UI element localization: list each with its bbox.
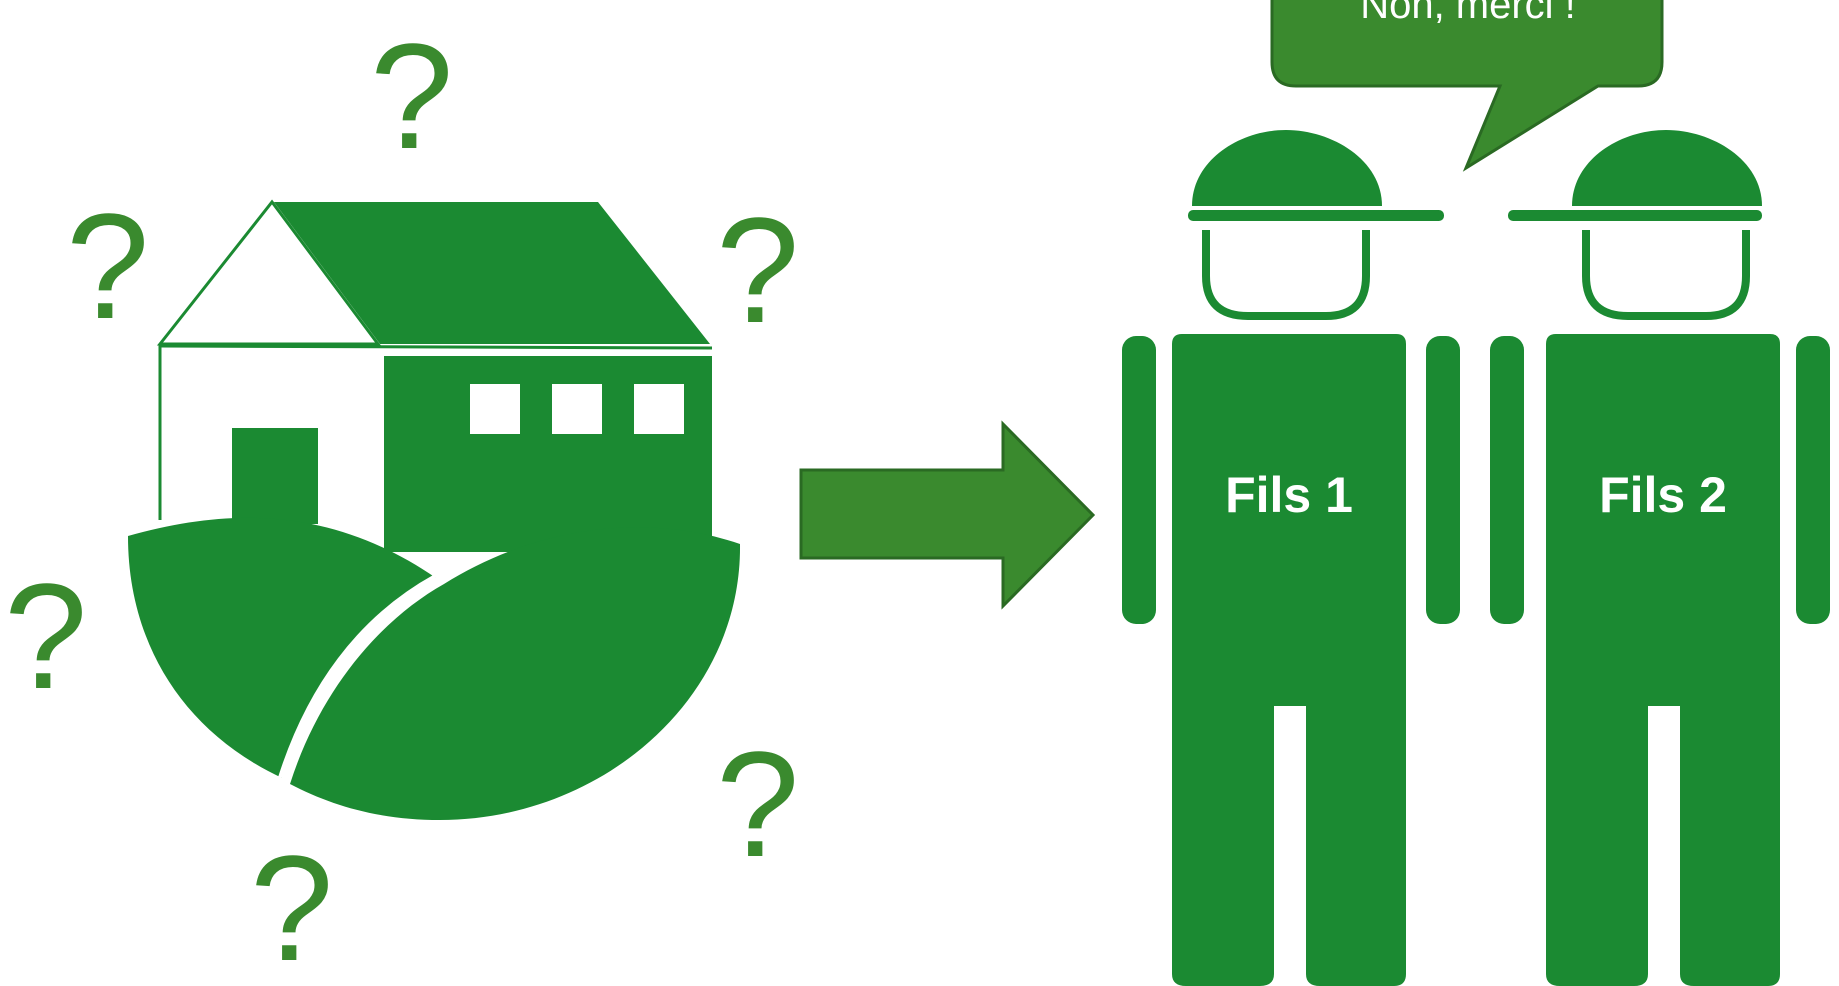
son-1-arm-right [1426, 336, 1460, 624]
son-1-arm-left [1122, 336, 1156, 624]
son-1-helmet-brim [1188, 210, 1444, 221]
question-mark-upper-left: ? [66, 182, 149, 350]
son-2-arm-left [1490, 336, 1524, 624]
barn-window-1 [470, 384, 520, 434]
house-eave-line [160, 346, 712, 348]
son-1-helmet [1192, 130, 1382, 206]
barn-window-2 [552, 384, 602, 434]
son-2-helmet [1572, 130, 1762, 206]
question-mark-left: ? [4, 552, 87, 720]
house-door [232, 428, 318, 524]
question-mark-upper-right: ? [716, 186, 799, 354]
son-2-helmet-brim [1508, 210, 1762, 221]
son-2-figure: Fils 2 [1490, 130, 1830, 986]
question-mark-bottom: ? [250, 824, 333, 986]
son-2-body [1546, 334, 1780, 986]
son-2-face [1586, 230, 1746, 316]
question-mark-lower-right: ? [716, 720, 799, 888]
son-1-body [1172, 334, 1406, 986]
son-1-face [1206, 230, 1366, 316]
son-1-figure: Fils 1 [1122, 130, 1460, 986]
son-2-label: Fils 2 [1599, 467, 1727, 523]
son-1-label: Fils 1 [1225, 467, 1353, 523]
question-mark-top: ? [370, 12, 453, 180]
barn-window-3 [634, 384, 684, 434]
speech-bubble-text: Non, merci ! [1360, 0, 1576, 27]
son-2-arm-right [1796, 336, 1830, 624]
farm-icon [128, 202, 740, 820]
arrow-right-icon [801, 424, 1093, 606]
